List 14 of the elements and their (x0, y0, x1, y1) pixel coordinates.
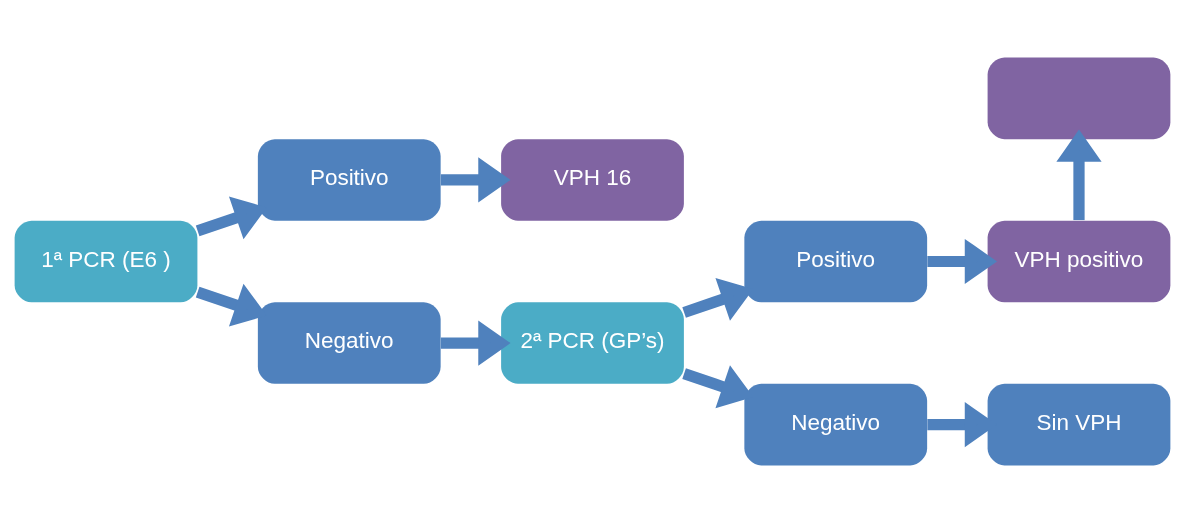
node-box: 2ª PCR (GP’s) (501, 301, 684, 384)
node-box: Sin VPH (987, 383, 1171, 465)
node-box (987, 57, 1171, 139)
node-box: VPH 16 (501, 138, 684, 221)
node-box: 1ª PCR (E6 ) (14, 220, 198, 302)
node-box: Negativo (257, 301, 441, 384)
arrow (1056, 128, 1102, 220)
node-box: Negativo (744, 383, 928, 465)
node-box: VPH positivo (987, 220, 1171, 302)
arrow (440, 156, 511, 203)
node-box: Positivo (257, 138, 441, 221)
arrow (440, 319, 511, 366)
arrow (927, 238, 998, 284)
node-box: Positivo (744, 220, 928, 302)
